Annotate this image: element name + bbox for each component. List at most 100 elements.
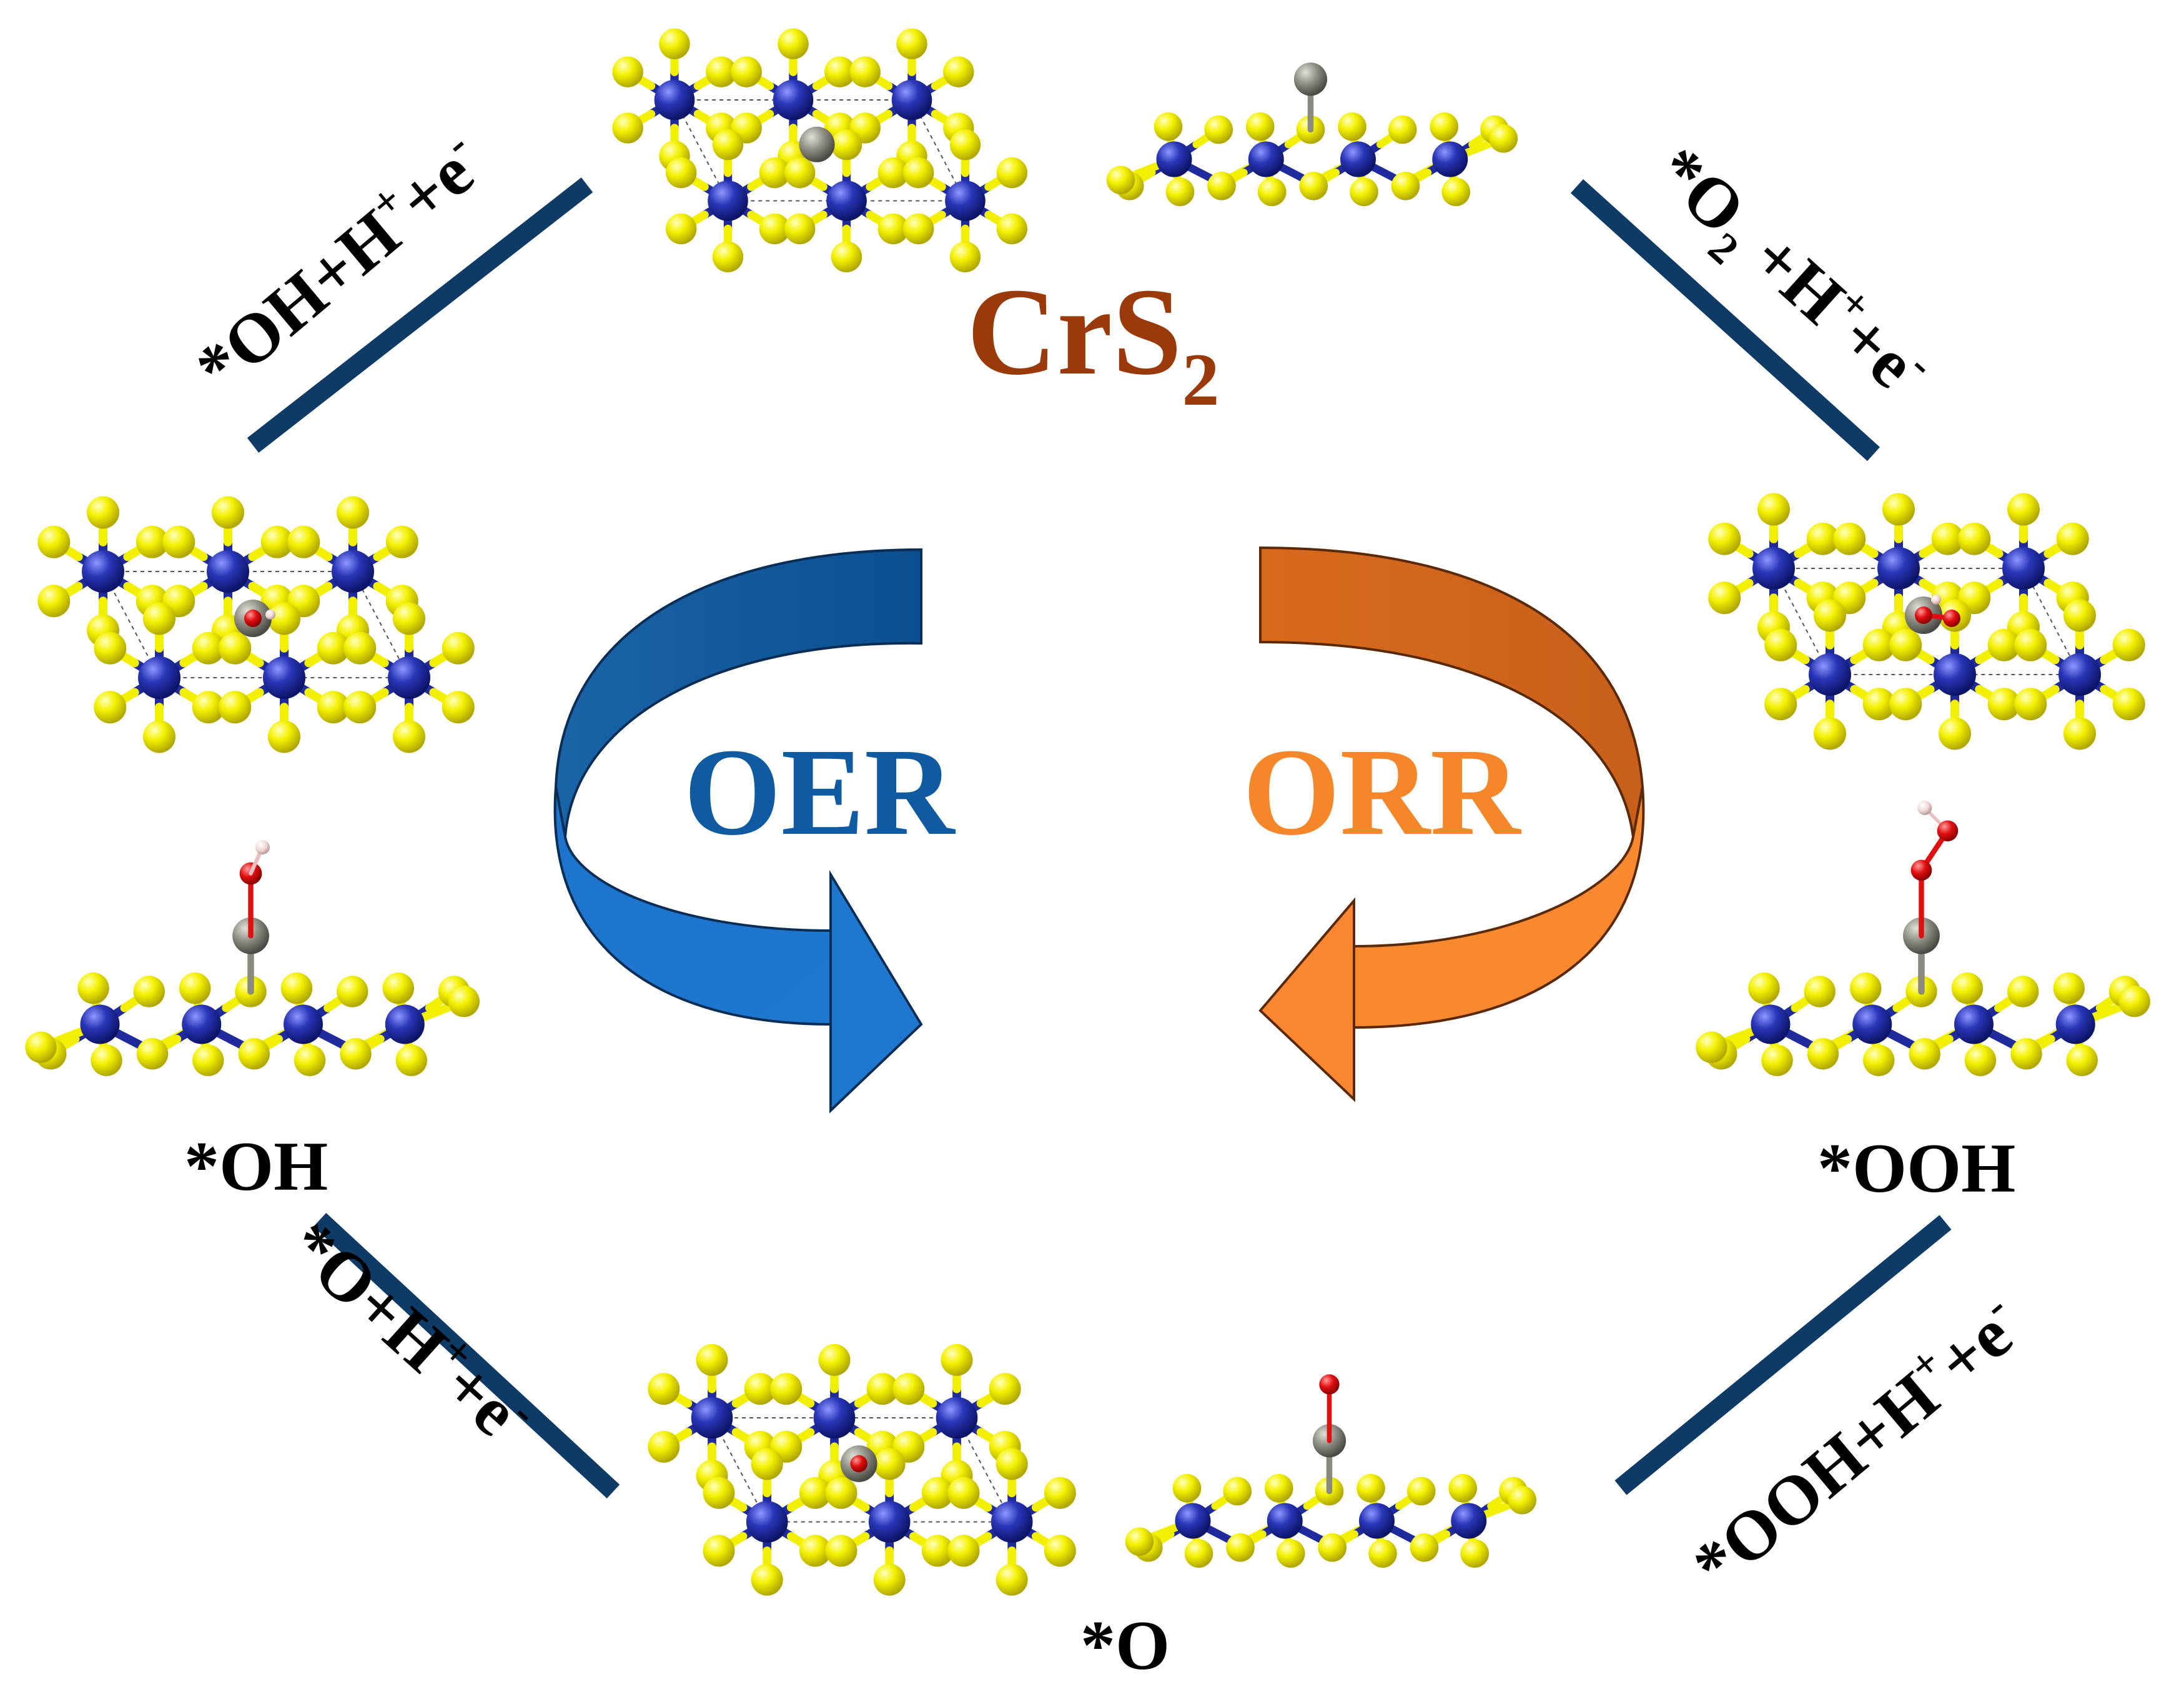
- s-atom: [1257, 177, 1287, 207]
- s-atom: [1889, 628, 1922, 661]
- s-atom: [343, 691, 377, 724]
- s-atom: [949, 241, 981, 272]
- s-atom: [2118, 986, 2150, 1017]
- step-label-bottom-left: *O+H++e-: [274, 1203, 547, 1460]
- s-atom: [751, 1448, 783, 1480]
- s-atom: [902, 213, 934, 245]
- o-atom: [850, 1455, 867, 1473]
- s-atom: [1410, 1533, 1439, 1562]
- s-atom: [317, 691, 350, 724]
- s-atom: [703, 1477, 735, 1509]
- s-atom: [825, 1477, 857, 1509]
- s-atom: [896, 28, 927, 59]
- reaction-step-bar-bottom-right: [1614, 1215, 1952, 1495]
- s-atom: [943, 56, 974, 87]
- s-atom: [77, 972, 109, 1004]
- s-atom: [2063, 599, 2096, 632]
- s-atom: [2063, 717, 2096, 750]
- s-atom: [337, 496, 369, 529]
- s-atom: [1207, 171, 1236, 200]
- cr-atom: [1954, 1004, 1994, 1044]
- s-atom: [1814, 599, 1846, 632]
- s-atom: [696, 1343, 728, 1376]
- s-atom: [1406, 1477, 1436, 1506]
- s-atom: [921, 1535, 954, 1567]
- s-atom: [759, 157, 791, 189]
- intermediate-label-ooh: *OOH: [1817, 1130, 2015, 1207]
- cr-atom: [207, 550, 249, 593]
- s-atom: [2007, 976, 2039, 1007]
- s-atom: [784, 213, 816, 245]
- s-atom: [192, 691, 225, 724]
- h-atom: [1917, 800, 1932, 816]
- s-atom: [1204, 115, 1233, 144]
- s-atom: [1708, 581, 1741, 615]
- s-atom: [989, 1373, 1021, 1405]
- s-atom: [1226, 1533, 1255, 1562]
- s-atom: [712, 129, 744, 161]
- s-atom: [1448, 1473, 1478, 1503]
- c-atom: [799, 126, 835, 162]
- reaction-step-bar-top-right: [1570, 179, 1880, 462]
- cr-atom: [332, 550, 374, 593]
- s-atom: [1882, 493, 1915, 526]
- orr-label: ORR: [1243, 723, 1522, 861]
- s-atom: [941, 1343, 973, 1376]
- s-atom: [751, 1563, 783, 1596]
- s-atom: [996, 157, 1028, 189]
- s-atom: [665, 157, 697, 189]
- s-atom: [1356, 1473, 1385, 1503]
- s-atom: [1350, 177, 1378, 207]
- s-atom: [395, 1044, 427, 1076]
- s-atom: [1460, 1539, 1490, 1568]
- s-atom: [219, 691, 252, 724]
- s-atom: [1909, 1038, 1940, 1070]
- s-atom: [778, 28, 809, 59]
- s-atom: [947, 1477, 980, 1509]
- s-atom: [1391, 171, 1420, 200]
- step-bottom-right-main: *OOH+H: [1679, 1357, 1952, 1605]
- s-atom: [192, 1044, 224, 1076]
- s-atom: [133, 976, 165, 1007]
- s-atom: [1764, 688, 1797, 721]
- s-atom: [996, 213, 1028, 245]
- s-atom: [1862, 688, 1895, 721]
- cr-atom: [773, 79, 814, 121]
- s-atom: [877, 157, 909, 189]
- s-atom: [2053, 972, 2085, 1004]
- s-atom: [1951, 972, 1984, 1004]
- cr-atom: [1248, 141, 1284, 177]
- o-atom: [1319, 1374, 1340, 1395]
- step-label-bottom-right: *OOH+H++e-: [1676, 1283, 2037, 1605]
- s-atom: [1850, 972, 1882, 1004]
- h-atom: [265, 610, 275, 620]
- s-atom: [996, 1563, 1028, 1596]
- s-atom: [385, 525, 418, 558]
- cr-atom: [263, 656, 305, 699]
- s-atom: [2010, 1038, 2042, 1070]
- s-atom: [143, 720, 175, 753]
- s-atom: [1264, 1473, 1293, 1503]
- s-atom: [442, 631, 475, 665]
- cr-atom: [138, 656, 180, 699]
- s-atom: [1889, 688, 1922, 721]
- s-atom: [268, 602, 300, 635]
- s-atom: [1245, 112, 1275, 141]
- s-atom: [1761, 1044, 1793, 1076]
- oh-adsorbed-top-view: [37, 496, 475, 753]
- s-atom: [37, 525, 71, 558]
- s-atom: [1489, 124, 1518, 153]
- s-atom: [1806, 522, 1839, 555]
- s-atom: [1368, 1539, 1397, 1568]
- o-atom: [1937, 820, 1959, 842]
- o-atom: [1943, 610, 1960, 627]
- s-atom: [648, 1430, 680, 1463]
- cr-atom: [991, 1501, 1033, 1543]
- s-atom: [731, 56, 762, 87]
- s-atom: [1931, 522, 1964, 555]
- s-atom: [1958, 522, 1991, 555]
- s-atom: [25, 1031, 57, 1063]
- cr-atom: [1267, 1503, 1303, 1539]
- s-atom: [382, 972, 414, 1004]
